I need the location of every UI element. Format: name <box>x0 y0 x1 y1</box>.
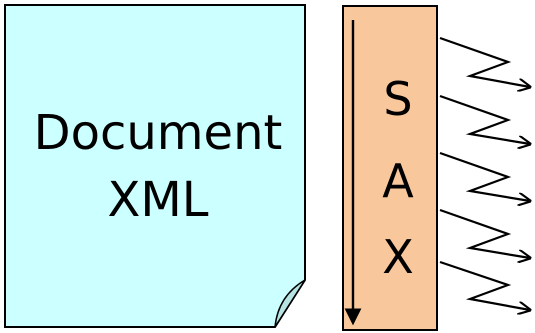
event-arrow-4 <box>439 208 530 258</box>
xml-document: Document XML <box>4 4 306 328</box>
document-fold <box>274 279 306 328</box>
event-arrow-1 <box>439 36 530 87</box>
sax-letter-a: A <box>382 154 414 208</box>
document-title-line2: XML <box>107 172 208 228</box>
document-title-line1: Document <box>34 105 283 161</box>
event-arrows <box>439 36 530 310</box>
sax-letter-s: S <box>383 72 412 126</box>
event-arrow-3 <box>439 151 530 201</box>
sax-bar <box>342 5 438 331</box>
document-page <box>4 4 306 328</box>
event-arrow-5 <box>439 260 530 310</box>
sax-letter-x: X <box>382 230 414 284</box>
event-arrow-2 <box>439 94 530 144</box>
sax-parser: S A X <box>342 5 438 331</box>
